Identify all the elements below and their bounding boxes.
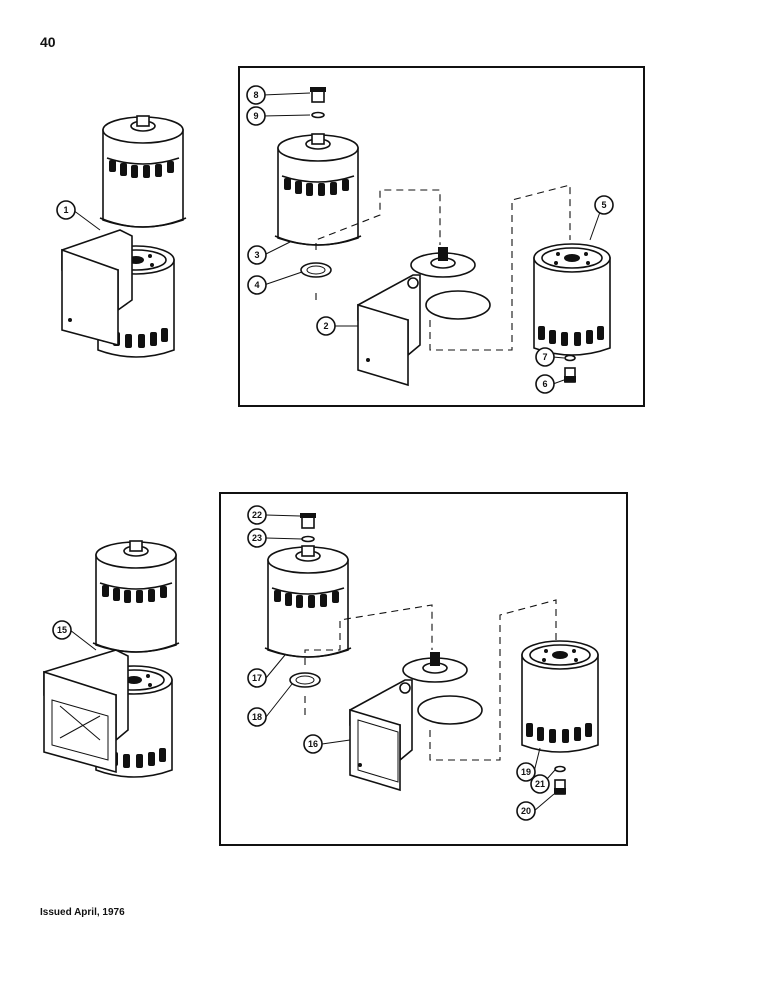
svg-text:18: 18: [252, 712, 262, 722]
page-number: 40: [40, 34, 56, 50]
svg-text:19: 19: [521, 767, 531, 777]
svg-text:3: 3: [254, 250, 259, 260]
callout-16: 16: [303, 734, 323, 754]
callout-21: 21: [530, 774, 550, 794]
exploded-view-frame-top: [238, 66, 645, 407]
callout-2: 2: [316, 316, 336, 336]
callout-22: 22: [247, 505, 267, 525]
callout-8: 8: [246, 85, 266, 105]
svg-text:17: 17: [252, 673, 262, 683]
svg-text:15: 15: [57, 625, 67, 635]
callout-18: 18: [247, 707, 267, 727]
exploded-view-frame-bottom: [219, 492, 628, 846]
svg-text:2: 2: [323, 321, 328, 331]
callout-17: 17: [247, 668, 267, 688]
callout-19: 19: [516, 762, 536, 782]
svg-text:6: 6: [542, 379, 547, 389]
callout-3: 3: [247, 245, 267, 265]
leader-lines: [69, 92, 601, 812]
callout-7: 7: [535, 347, 555, 367]
callout-9: 9: [246, 106, 266, 126]
callout-20: 20: [516, 801, 536, 821]
callout-5: 5: [594, 195, 614, 215]
svg-text:23: 23: [252, 533, 262, 543]
assembled-filter-bottom: [43, 540, 180, 778]
issue-date-footer: Issued April, 1976: [40, 907, 125, 918]
callout-6: 6: [535, 374, 555, 394]
callout-1: 1: [56, 200, 76, 220]
svg-text:21: 21: [535, 779, 545, 789]
callout-23: 23: [247, 528, 267, 548]
svg-text:20: 20: [521, 806, 531, 816]
callout-15: 15: [52, 620, 72, 640]
svg-text:16: 16: [308, 739, 318, 749]
svg-text:9: 9: [253, 111, 258, 121]
exploded-view-top: [274, 87, 611, 386]
svg-text:1: 1: [63, 205, 68, 215]
svg-text:7: 7: [542, 352, 547, 362]
callout-4: 4: [247, 275, 267, 295]
exploded-view-bottom: [264, 513, 599, 795]
svg-text:4: 4: [254, 280, 259, 290]
svg-text:22: 22: [252, 510, 262, 520]
assembled-filter-top: [61, 115, 187, 358]
svg-text:5: 5: [601, 200, 606, 210]
svg-text:8: 8: [253, 90, 258, 100]
